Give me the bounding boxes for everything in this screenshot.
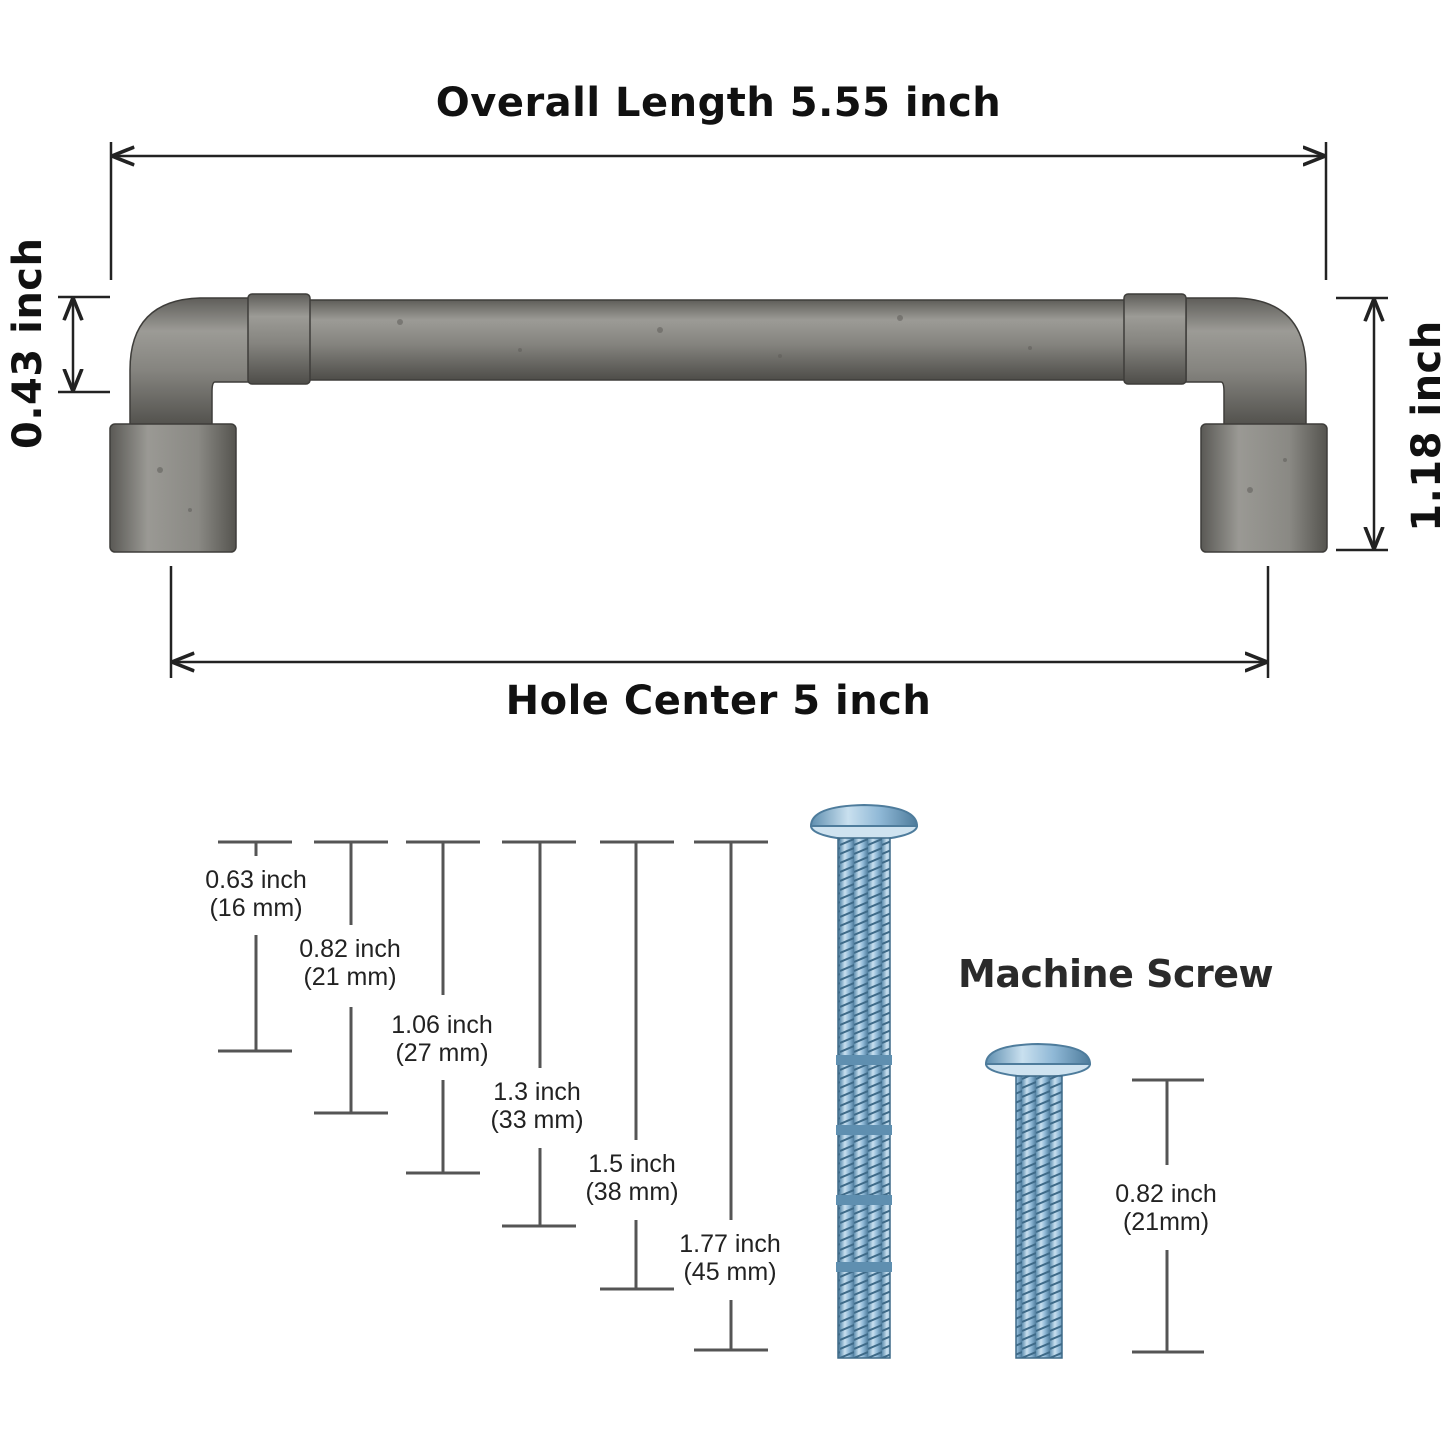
screw-length-inch: 1.77 inch bbox=[679, 1230, 781, 1258]
bar-thickness-label: 0.43 inch bbox=[5, 237, 51, 450]
bar-thickness-dimension bbox=[58, 295, 110, 394]
screw-length-label-6: 1.77 inch (45 mm) bbox=[660, 1230, 800, 1286]
handle-left-collar bbox=[247, 293, 311, 385]
handle-right-collar bbox=[1123, 293, 1187, 385]
overall-length-dimension bbox=[109, 142, 1328, 280]
short-machine-screw bbox=[984, 1042, 1092, 1359]
short-screw-length-label: 0.82 inch (21mm) bbox=[1096, 1180, 1236, 1236]
screw-length-label-1: 0.63 inch (16 mm) bbox=[186, 866, 326, 922]
hole-center-label: Hole Center 5 inch bbox=[505, 678, 932, 724]
height-dimension bbox=[1336, 296, 1388, 552]
screw-length-mm: (45 mm) bbox=[683, 1258, 777, 1286]
screw-length-inch: 0.63 inch bbox=[205, 866, 307, 894]
screw-length-inch: 1.5 inch bbox=[588, 1150, 676, 1178]
handle-bar bbox=[307, 299, 1129, 381]
overall-length-label: Overall Length 5.55 inch bbox=[435, 80, 1002, 126]
screw-length-mm: (38 mm) bbox=[585, 1178, 679, 1206]
handle-left-elbow bbox=[129, 297, 251, 431]
handle-right-elbow bbox=[1185, 297, 1307, 431]
screw-length-label-2: 0.82 inch (21 mm) bbox=[280, 935, 420, 991]
screw-length-mm: (21 mm) bbox=[303, 963, 397, 991]
screw-length-inch: 1.06 inch bbox=[391, 1011, 493, 1039]
handle-right-foot bbox=[1200, 423, 1328, 553]
screw-length-label-3: 1.06 inch (27 mm) bbox=[372, 1011, 512, 1067]
screw-length-scales bbox=[218, 840, 1204, 1354]
screw-length-mm: (27 mm) bbox=[395, 1039, 489, 1067]
screw-length-inch: 0.82 inch bbox=[299, 935, 401, 963]
screw-length-mm: (33 mm) bbox=[490, 1106, 584, 1134]
screw-length-label-4: 1.3 inch (33 mm) bbox=[467, 1078, 607, 1134]
height-label: 1.18 inch bbox=[1404, 320, 1445, 532]
screw-length-mm: (21mm) bbox=[1122, 1208, 1210, 1236]
handle-left-foot bbox=[109, 423, 237, 553]
hole-center-dimension bbox=[169, 566, 1270, 678]
screw-length-inch: 0.82 inch bbox=[1115, 1180, 1217, 1208]
screw-length-inch: 1.3 inch bbox=[493, 1078, 581, 1106]
screw-length-label-5: 1.5 inch (38 mm) bbox=[562, 1150, 702, 1206]
cabinet-handle bbox=[109, 293, 1328, 553]
machine-screw-title: Machine Screw bbox=[958, 952, 1274, 996]
screw-length-mm: (16 mm) bbox=[209, 894, 303, 922]
long-breakaway-screw bbox=[809, 803, 919, 1359]
